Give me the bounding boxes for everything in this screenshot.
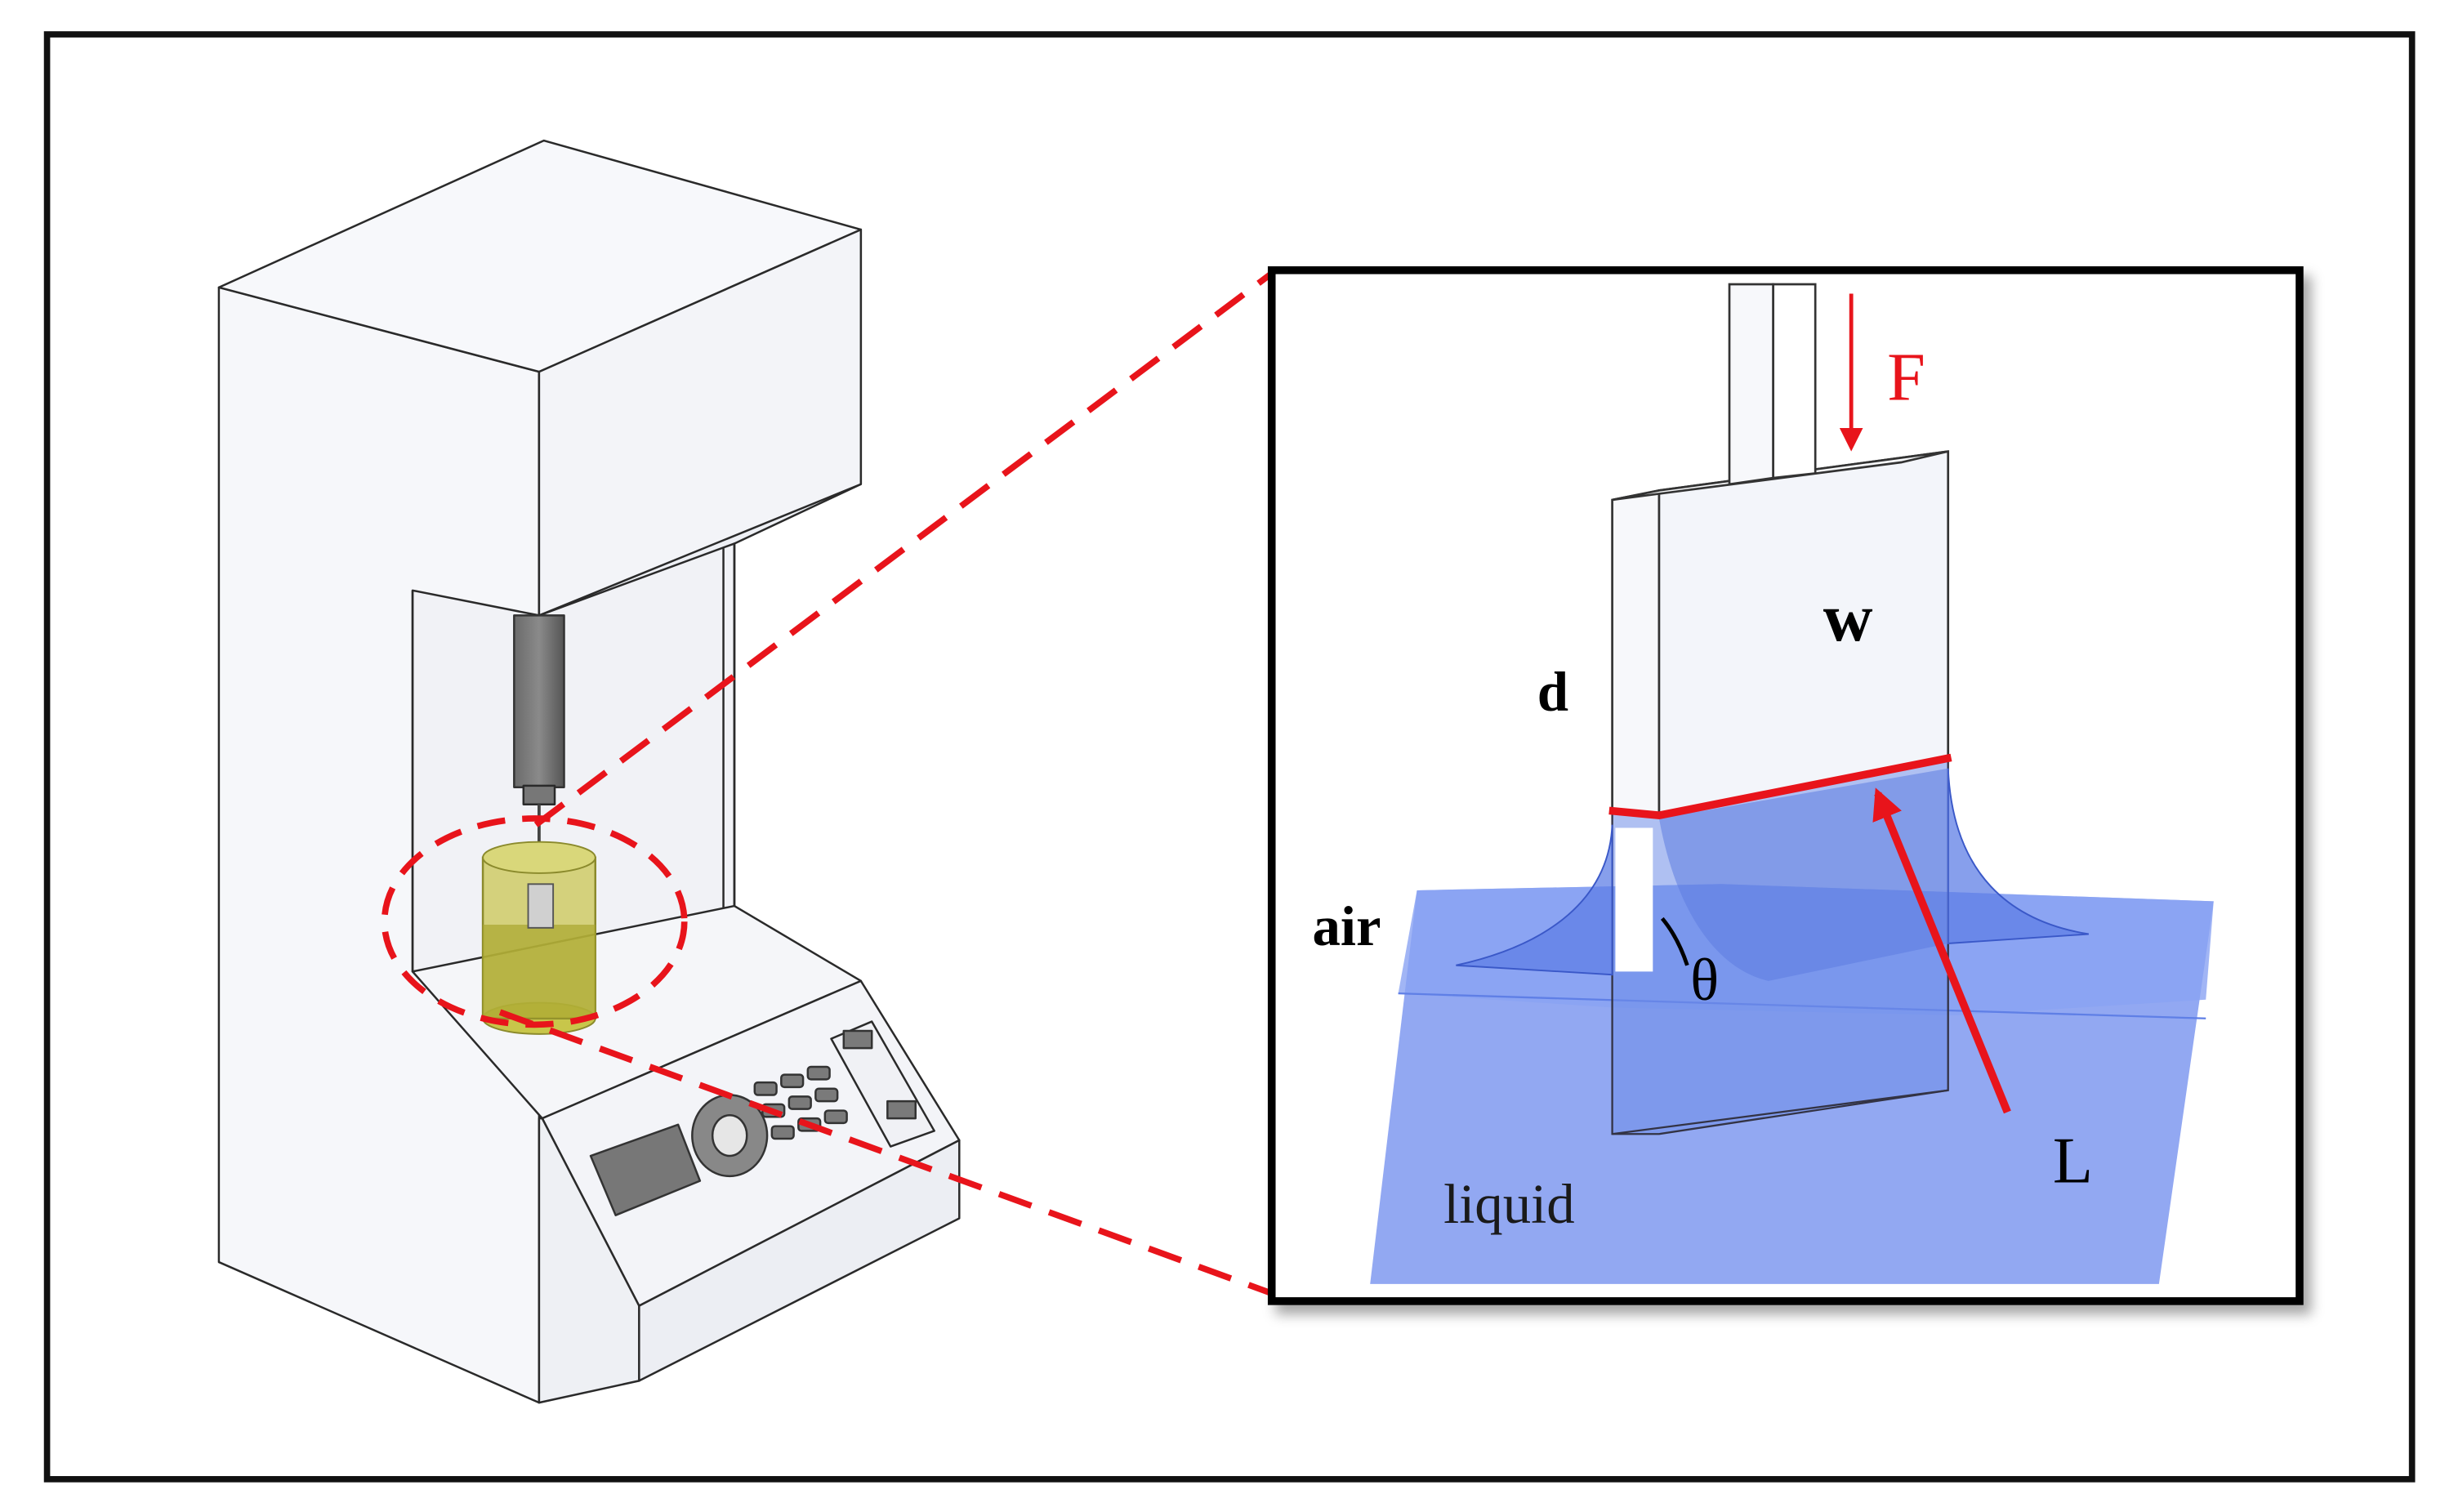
- display-screen: [589, 1123, 702, 1216]
- zoom-circle: [381, 815, 688, 1028]
- plate-bottom-edge: [1612, 1089, 1948, 1135]
- liquid-label: liquid: [1443, 1173, 1575, 1235]
- wetted-length-label: L: [2053, 1125, 2093, 1198]
- zoom-inset: F w d air θ L liquid: [1267, 266, 2304, 1305]
- meniscus-left: [1456, 824, 1613, 976]
- thickness-label: d: [1537, 661, 1568, 723]
- contact-angle-label: θ: [1690, 947, 1719, 1013]
- keypad-buttons: [753, 1065, 848, 1140]
- contact-angle-arc: [1660, 917, 1689, 966]
- beaker-rim: [482, 841, 596, 874]
- rod-tip: [522, 784, 556, 806]
- force-label: F: [1887, 340, 1925, 416]
- side-button-1: [842, 1029, 873, 1050]
- wetted-perimeter-line: [1608, 753, 1952, 819]
- beaker-liquid: [483, 925, 596, 1019]
- head-front: [538, 228, 863, 617]
- zoom-line-top: [533, 270, 1274, 827]
- width-label: w: [1823, 580, 1873, 656]
- sample-plate-small: [527, 883, 555, 929]
- tensiometer-device: [217, 139, 961, 1404]
- plate-stem-side: [1728, 283, 1774, 486]
- base-left: [538, 1117, 640, 1404]
- plate-stem-front: [1772, 283, 1817, 479]
- meniscus-right: [1947, 768, 2089, 944]
- wetted-length-arrow: [1872, 787, 2011, 1114]
- air-label: air: [1312, 895, 1381, 957]
- plate-side-face: [1611, 488, 1661, 817]
- side-button-2: [886, 1099, 917, 1120]
- rod: [513, 614, 565, 788]
- plate-edge-waterline: [1615, 827, 1653, 972]
- zoom-line-bottom: [498, 1009, 1274, 1296]
- control-dial-inner: [711, 1114, 748, 1157]
- beaker: [481, 841, 596, 1035]
- plate-front-face: [1658, 450, 1950, 817]
